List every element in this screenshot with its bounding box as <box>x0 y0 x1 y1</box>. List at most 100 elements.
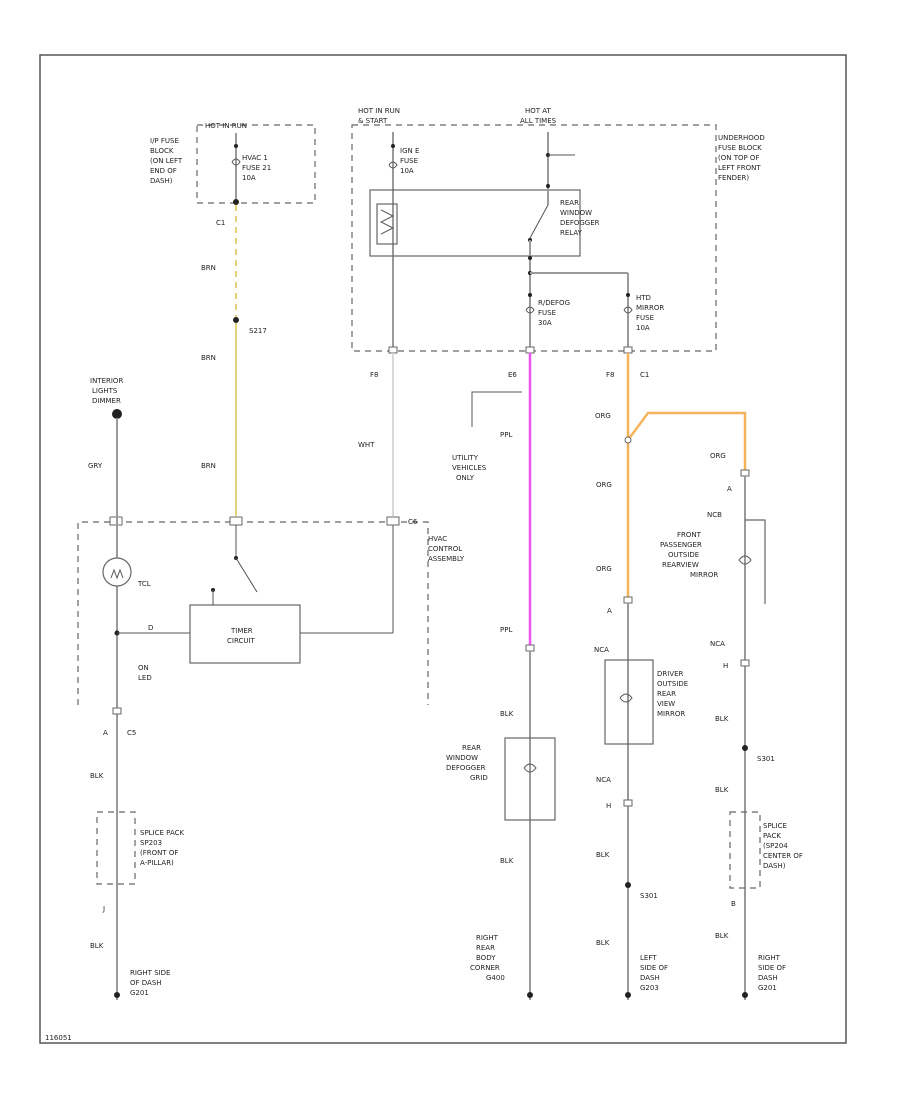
svg-text:10A: 10A <box>636 324 650 332</box>
svg-text:SP203: SP203 <box>140 839 162 847</box>
svg-text:RELAY: RELAY <box>560 229 583 237</box>
wire-label-org3: ORG <box>596 565 612 573</box>
utility-arrow <box>471 391 522 427</box>
label-hot-at-all-times: HOT AT ALL TIMES <box>520 107 557 125</box>
svg-text:(SP204: (SP204 <box>763 842 788 850</box>
svg-text:UNDERHOOD: UNDERHOOD <box>718 134 765 142</box>
svg-text:DASH: DASH <box>640 974 660 982</box>
svg-text:HOT AT: HOT AT <box>525 107 552 115</box>
svg-text:FUSE: FUSE <box>636 314 654 322</box>
svg-text:BLOCK: BLOCK <box>150 147 174 155</box>
svg-text:SIDE OF: SIDE OF <box>640 964 668 972</box>
svg-text:I/P FUSE: I/P FUSE <box>150 137 179 145</box>
svg-text:ALL TIMES: ALL TIMES <box>520 117 557 125</box>
diagram-border <box>39 54 847 1044</box>
svg-text:SPLICE PACK: SPLICE PACK <box>140 829 184 837</box>
label-ignition-fuse: IGN E FUSE 10A <box>400 147 419 175</box>
wire-label-blk5: BLK <box>90 942 104 950</box>
svg-text:DRIVER: DRIVER <box>657 670 684 678</box>
svg-text:R/DEFOG: R/DEFOG <box>538 299 570 307</box>
svg-text:MIRROR: MIRROR <box>690 571 718 579</box>
svg-text:REAR: REAR <box>462 744 481 752</box>
svg-text:REAR: REAR <box>657 690 676 698</box>
ip-fuse-block-outline <box>196 124 316 204</box>
pin-a2: A <box>607 607 612 615</box>
pin-c1-b: C1 <box>640 371 649 379</box>
wire-label-brn1: BRN <box>201 264 216 272</box>
wire-label-gry: GRY <box>88 462 103 470</box>
wire-label-ppl1: PPL <box>500 431 512 439</box>
wire-label-org2: ORG <box>596 481 612 489</box>
svg-text:REARVIEW: REARVIEW <box>662 561 699 569</box>
wire-label-blk4: BLK <box>715 715 729 723</box>
label-ground-left-g203: LEFT SIDE OF DASH G203 <box>640 954 668 992</box>
rear-defogger-grid <box>504 737 556 821</box>
label-on-led: ON LED <box>138 664 152 682</box>
svg-text:RIGHT: RIGHT <box>476 934 499 942</box>
svg-text:OF DASH: OF DASH <box>130 979 162 987</box>
svg-text:RIGHT: RIGHT <box>758 954 781 962</box>
footer-code: 116051 <box>45 1034 72 1042</box>
svg-text:ON: ON <box>138 664 149 672</box>
svg-text:CORNER: CORNER <box>470 964 500 972</box>
interior-lights-dimmer <box>112 409 122 419</box>
splice-s217: S217 <box>249 327 267 335</box>
svg-text:A-PILLAR): A-PILLAR) <box>140 859 174 867</box>
svg-text:MIRROR: MIRROR <box>657 710 685 718</box>
label-htd-mirror-fuse: HTD MIRROR FUSE 10A <box>636 294 664 332</box>
splice-s301: S301 <box>757 755 775 763</box>
svg-text:FUSE: FUSE <box>400 157 418 165</box>
svg-text:DASH): DASH) <box>763 862 786 870</box>
svg-text:10A: 10A <box>400 167 414 175</box>
wire-label-blk3: BLK <box>500 857 514 865</box>
svg-text:DASH): DASH) <box>150 177 173 185</box>
svg-text:DASH: DASH <box>758 974 778 982</box>
wire-label-brn2: BRN <box>201 354 216 362</box>
svg-text:G201: G201 <box>130 989 149 997</box>
wire-label-org4: ORG <box>710 452 726 460</box>
timer-circuit <box>189 604 301 664</box>
svg-text:DEFOGGER: DEFOGGER <box>446 764 486 772</box>
svg-text:HVAC: HVAC <box>428 535 447 543</box>
label-underhood-fuse-block: UNDERHOOD FUSE BLOCK (ON TOP OF LEFT FRO… <box>718 134 765 182</box>
label-rear-defogger-relay: REAR WINDOW DEFOGGER RELAY <box>560 199 600 237</box>
label-interior-lights: INTERIOR LIGHTS DIMMER <box>90 377 123 405</box>
svg-text:FUSE BLOCK: FUSE BLOCK <box>718 144 762 152</box>
pin-e6: E6 <box>508 371 517 379</box>
svg-text:WINDOW: WINDOW <box>446 754 478 762</box>
pin-nca2: NCA <box>710 640 725 648</box>
pin-c1: C1 <box>216 219 225 227</box>
svg-text:GRID: GRID <box>470 774 488 782</box>
svg-text:REAR: REAR <box>560 199 579 207</box>
wire-org-branch <box>626 411 747 470</box>
label-ip-fuse-block: I/P FUSE BLOCK (ON LEFT END OF DASH) <box>150 137 183 185</box>
label-splice-pack-sp203: SPLICE PACK SP203 (FRONT OF A-PILLAR) <box>140 829 184 867</box>
svg-text:CONTROL: CONTROL <box>428 545 462 553</box>
label-timer-circuit: TIMER CIRCUIT <box>227 627 256 645</box>
svg-text:(ON TOP OF: (ON TOP OF <box>718 154 759 162</box>
label-hot-in-run-start: HOT IN RUN & START <box>358 107 400 125</box>
svg-text:HTD: HTD <box>636 294 651 302</box>
pin-d: D <box>148 624 153 632</box>
svg-text:FRONT: FRONT <box>677 531 702 539</box>
svg-text:END OF: END OF <box>150 167 177 175</box>
timer-switch <box>235 557 258 593</box>
svg-text:DIMMER: DIMMER <box>92 397 121 405</box>
wire-label-ppl2: PPL <box>500 626 512 634</box>
hvac-control-outline <box>77 521 429 705</box>
svg-text:VIEW: VIEW <box>657 700 675 708</box>
pin-a3: A <box>103 729 108 737</box>
fuse-symbol <box>231 158 241 166</box>
rear-defogger-relay <box>369 189 581 257</box>
label-driver-mirror: DRIVER OUTSIDE REAR VIEW MIRROR <box>657 670 688 718</box>
svg-text:PACK: PACK <box>763 832 781 840</box>
svg-text:INTERIOR: INTERIOR <box>90 377 123 385</box>
svg-text:& START: & START <box>358 117 388 125</box>
label-hvac-control: HVAC CONTROL ASSEMBLY <box>428 535 465 563</box>
pin-f8-a: F8 <box>370 371 378 379</box>
wire-label-blk6: BLK <box>596 851 610 859</box>
svg-text:G203: G203 <box>640 984 659 992</box>
svg-text:G400: G400 <box>486 974 505 982</box>
pin-h1: H <box>723 662 728 670</box>
